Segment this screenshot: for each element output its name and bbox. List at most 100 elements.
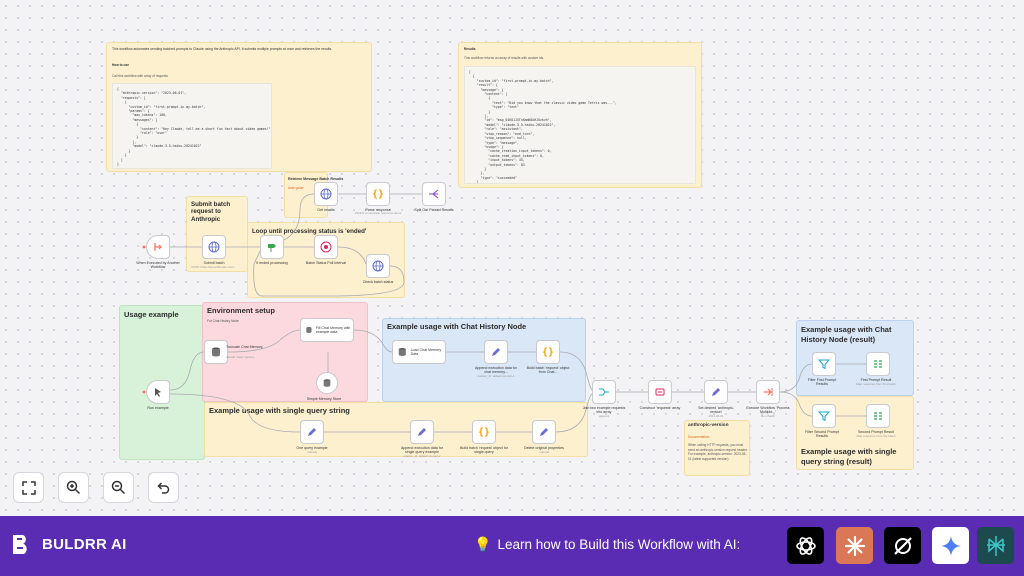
execute-workflow-node[interactable] bbox=[756, 380, 780, 404]
submit-batch-node[interactable] bbox=[202, 235, 226, 259]
build-single-node[interactable]: {} bbox=[472, 420, 496, 444]
note-single[interactable]: Example usage with single query string bbox=[204, 402, 588, 457]
one-query-label: One query example bbox=[296, 446, 328, 450]
delete-props-node[interactable] bbox=[532, 420, 556, 444]
construct-node[interactable] bbox=[648, 380, 672, 404]
note-intro[interactable]: This workflow automates sending batched … bbox=[106, 42, 372, 172]
note-submit[interactable]: Submit batch request to Anthropic bbox=[186, 196, 248, 272]
first-result-label: First Prompt Result bbox=[860, 378, 892, 382]
check-status-node[interactable] bbox=[366, 254, 390, 278]
get-results-node[interactable] bbox=[314, 182, 338, 206]
execute-workflow-icon bbox=[764, 388, 773, 396]
one-query-node[interactable] bbox=[300, 420, 324, 444]
load-memory-label: Load Chat Memory Data bbox=[410, 347, 442, 357]
run-example-node[interactable] bbox=[146, 380, 170, 404]
append-chat-node[interactable] bbox=[484, 340, 508, 364]
note-retrieve-title: Retrieve Message Batch Results bbox=[288, 177, 344, 181]
promo-text: Learn how to Build this Workflow with AI… bbox=[497, 537, 741, 552]
append-single-node[interactable] bbox=[410, 420, 434, 444]
load-memory-node[interactable]: Load Chat Memory Data bbox=[392, 340, 446, 364]
simple-memory-node[interactable] bbox=[316, 372, 338, 394]
promo-text-row: 💡 Learn how to Build this Workflow with … bbox=[474, 536, 740, 553]
brand-name: BULDRR AI bbox=[42, 535, 127, 553]
claude-logo-button[interactable] bbox=[836, 527, 873, 564]
build-single-label: Build batch 'request' object for single … bbox=[460, 446, 508, 455]
gemini-logo-button[interactable] bbox=[932, 527, 969, 564]
get-results-label: Get results bbox=[317, 208, 335, 212]
zoom-out-icon bbox=[111, 480, 126, 495]
note-results-title: Results bbox=[464, 47, 476, 51]
set-version-node[interactable] bbox=[704, 380, 728, 404]
database-icon bbox=[323, 379, 331, 387]
zoom-out-button[interactable] bbox=[103, 472, 134, 503]
second-result-node[interactable] bbox=[866, 404, 890, 428]
parse-response-sub: JSONL to separate response items bbox=[354, 211, 402, 215]
execute-workflow-label: Execute Workflow 'Process Multiple...' bbox=[746, 406, 790, 415]
append-single-label: Append execution data for single query e… bbox=[401, 446, 443, 455]
grok-icon bbox=[893, 536, 912, 555]
undo-icon bbox=[157, 482, 170, 494]
first-result-sub: Map response from first batch bbox=[856, 382, 896, 386]
set-fields-icon bbox=[874, 412, 882, 420]
delete-props-label: Delete original properties bbox=[524, 446, 564, 450]
gemini-sparkle-icon bbox=[940, 535, 961, 556]
note-single-title: Example usage with single query string bbox=[209, 406, 350, 415]
perplexity-icon bbox=[986, 535, 1005, 556]
note-single-result-title: Example usage with single query string (… bbox=[801, 447, 897, 466]
note-results[interactable]: Results This workflow returns an array o… bbox=[458, 42, 702, 188]
note-version[interactable]: anthropic-version Documentation When cal… bbox=[684, 420, 750, 476]
if-ended-node[interactable] bbox=[260, 235, 284, 259]
undo-button[interactable] bbox=[148, 472, 179, 503]
first-result-node[interactable] bbox=[866, 352, 890, 376]
code-braces-icon: {} bbox=[371, 188, 385, 200]
truncate-memory-node[interactable] bbox=[204, 340, 228, 364]
pencil-icon bbox=[540, 428, 548, 436]
split-out-label: Split Out Parsed Results bbox=[414, 208, 454, 212]
note-intro-text: This workflow automates sending batched … bbox=[112, 47, 333, 51]
pencil-icon bbox=[712, 388, 720, 396]
note-env-title: Environment setup bbox=[207, 306, 275, 315]
build-chat-node[interactable]: {} bbox=[536, 340, 560, 364]
note-version-text: When calling HTTP requests, you must sen… bbox=[688, 443, 748, 461]
delete-props-sub: manual bbox=[539, 450, 549, 454]
zoom-in-button[interactable] bbox=[58, 472, 89, 503]
parse-response-node[interactable]: {} bbox=[366, 182, 390, 206]
second-result-label: Second Prompt Result bbox=[858, 430, 894, 434]
if-branch-icon bbox=[268, 244, 276, 252]
one-query-sub: manual bbox=[307, 450, 317, 454]
fill-memory-node[interactable]: Fill Chat Memory with example data bbox=[300, 318, 354, 342]
filter-funnel-icon bbox=[818, 411, 830, 422]
wait-clock-icon bbox=[320, 241, 332, 253]
trigger-node-label: When Executed by Another Workflow bbox=[136, 261, 180, 270]
submit-batch-label: Submit batch bbox=[203, 261, 225, 265]
note-intro-how-text: Call this workflow with array of request… bbox=[112, 74, 168, 78]
zoom-in-icon bbox=[66, 480, 81, 495]
parse-response-label: Parse response bbox=[365, 208, 391, 212]
connection-lines bbox=[142, 193, 866, 433]
simple-memory-label: Simple Memory Store bbox=[306, 397, 342, 401]
fit-view-button[interactable] bbox=[13, 472, 44, 503]
pencil-icon bbox=[418, 428, 426, 436]
submit-batch-sub: POST https://api.anthropic.com/... bbox=[191, 265, 237, 269]
perplexity-logo-button[interactable] bbox=[977, 527, 1014, 564]
if-ended-label: If ended processing bbox=[256, 261, 288, 265]
trigger-node[interactable] bbox=[146, 235, 170, 259]
poll-interval-node[interactable] bbox=[314, 235, 338, 259]
http-globe-icon bbox=[208, 241, 220, 253]
workflow-canvas[interactable]: This workflow automates sending batched … bbox=[0, 0, 1024, 516]
split-out-node[interactable] bbox=[422, 182, 446, 206]
chatgpt-logo-button[interactable] bbox=[787, 527, 824, 564]
second-result-sub: Map response from the batch bbox=[856, 434, 896, 438]
execute-workflow-sub: Run Batch bbox=[760, 414, 775, 418]
filter-first-label: Filter First Prompt Results bbox=[807, 378, 837, 387]
set-fields-icon bbox=[874, 360, 882, 368]
split-out-icon bbox=[429, 189, 439, 199]
filter-second-node[interactable] bbox=[812, 404, 836, 428]
grok-logo-button[interactable] bbox=[884, 527, 921, 564]
note-env-text: For Chat History Node bbox=[207, 319, 239, 323]
brand-logo[interactable]: BULDRR AI bbox=[10, 532, 127, 556]
join-node[interactable] bbox=[592, 380, 616, 404]
http-globe-icon bbox=[320, 188, 332, 200]
fill-memory-label: Fill Chat Memory with example data bbox=[315, 325, 351, 335]
filter-first-node[interactable] bbox=[812, 352, 836, 376]
